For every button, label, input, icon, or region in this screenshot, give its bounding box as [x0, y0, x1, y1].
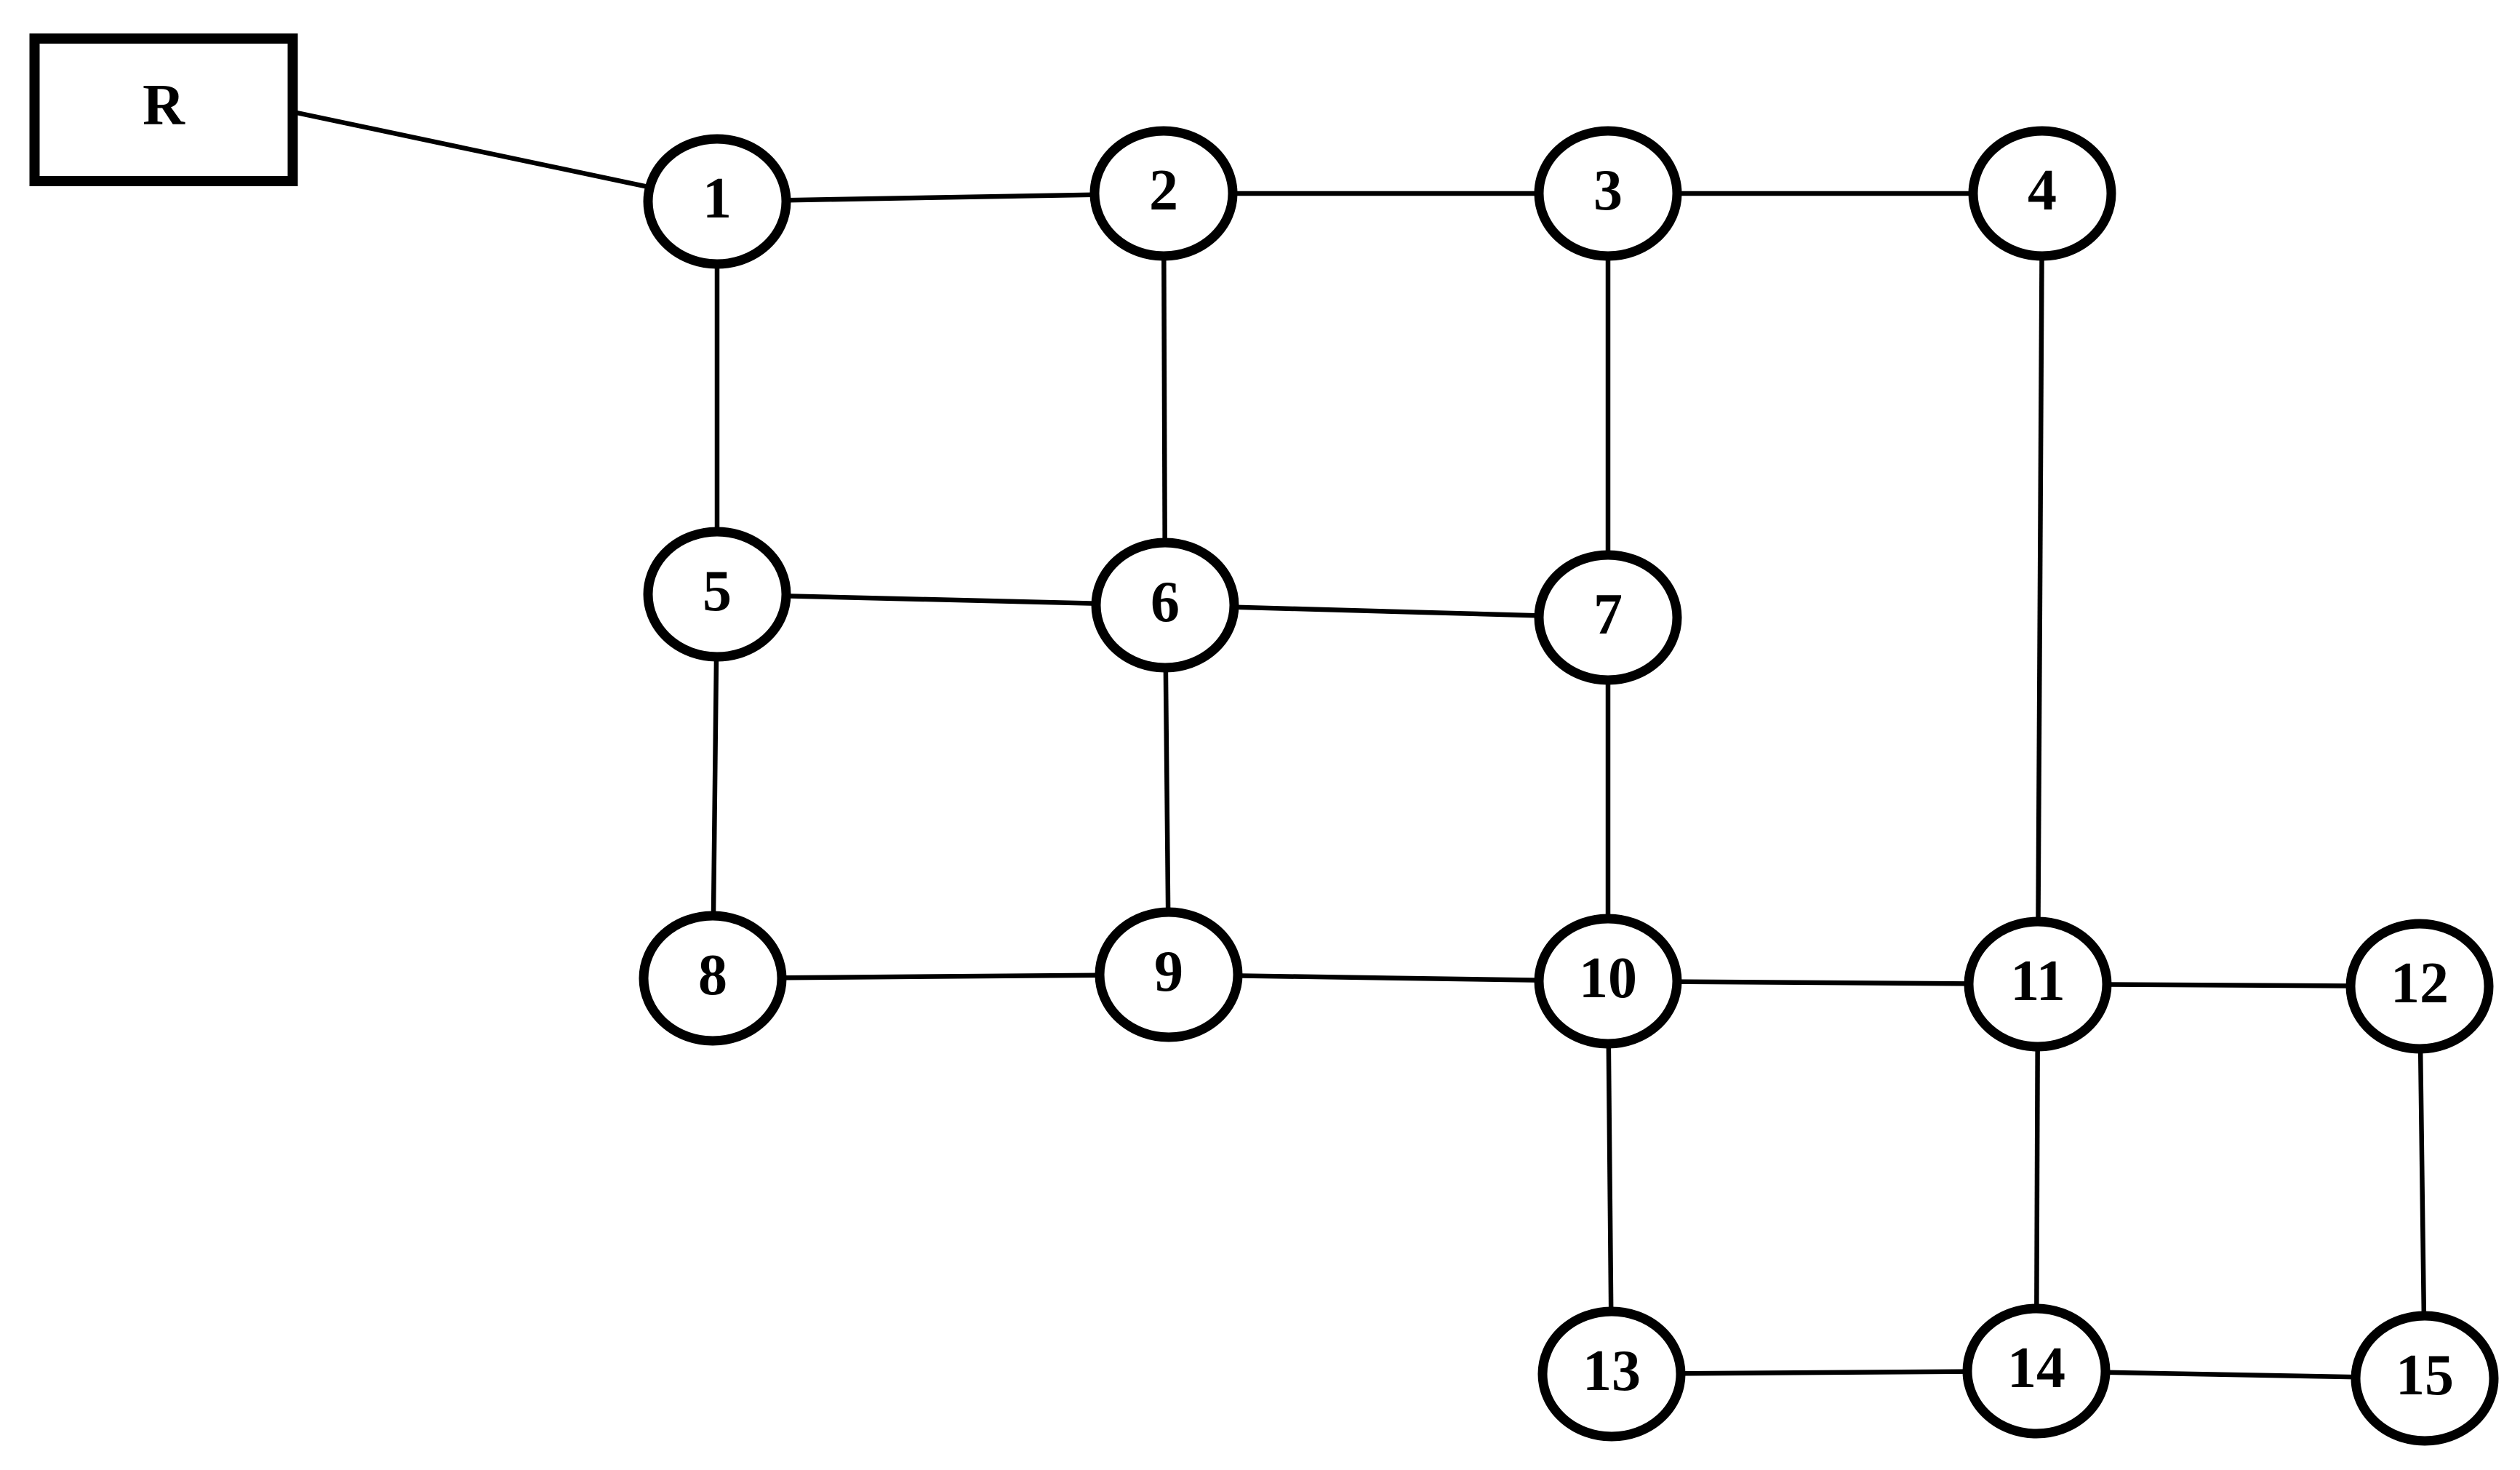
node-label: 3 [1593, 159, 1623, 223]
node-label: 1 [703, 167, 732, 231]
node-label: 12 [2391, 951, 2449, 1015]
node-label: 9 [1154, 940, 1183, 1004]
node-12: 12 [2345, 919, 2494, 1054]
node-11: 11 [1964, 916, 2112, 1052]
node-6: 6 [1091, 538, 1239, 673]
node-label: 5 [703, 559, 732, 623]
node-2: 2 [1089, 126, 1238, 261]
node-circle [1968, 126, 2116, 261]
node-circle [643, 527, 791, 662]
node-circle [2351, 1311, 2499, 1446]
node-label: 7 [1593, 583, 1623, 647]
node-circle [643, 134, 791, 269]
edge-6-7 [1164, 602, 1609, 620]
node-circle [1534, 550, 1682, 685]
node-7: 7 [1534, 550, 1682, 685]
root-label: R [143, 73, 185, 137]
edge-4-11 [2035, 193, 2045, 985]
node-circle [2345, 919, 2494, 1054]
node-13: 13 [1537, 1306, 1686, 1442]
node-9: 9 [1095, 907, 1243, 1042]
node-root: R [29, 33, 298, 186]
node-circle [1534, 126, 1682, 261]
node-label: 14 [2007, 1336, 2065, 1400]
node-circle [1089, 126, 1238, 261]
node-15: 15 [2351, 1311, 2499, 1446]
node-4: 4 [1968, 126, 2116, 261]
node-circle [1537, 1306, 1686, 1442]
edge-1-2 [716, 191, 1164, 204]
edge-8-9 [712, 972, 1169, 981]
node-10: 10 [1534, 914, 1682, 1049]
node-label: 2 [1149, 159, 1178, 223]
node-8: 8 [639, 911, 787, 1046]
node-circle [1095, 907, 1243, 1042]
root-box [29, 33, 298, 186]
node-circle [1964, 916, 2112, 1052]
edge-2-6 [1161, 193, 1168, 606]
node-1: 1 [643, 134, 791, 269]
node-circle [1091, 538, 1239, 673]
edge-5-6 [716, 591, 1166, 608]
node-3: 3 [1534, 126, 1682, 261]
node-label: 10 [1579, 946, 1637, 1010]
node-label: 4 [2028, 159, 2057, 223]
node-label: 11 [2010, 949, 2065, 1013]
node-label: 8 [698, 943, 727, 1007]
node-label: 13 [1583, 1339, 1641, 1403]
node-circle [639, 911, 787, 1046]
node-label: 15 [2396, 1343, 2454, 1407]
edges-layer [289, 108, 2428, 1381]
node-label: 6 [1151, 570, 1180, 634]
node-circle [1534, 914, 1682, 1049]
node-circle [1962, 1303, 2111, 1439]
node-14: 14 [1962, 1303, 2111, 1439]
node-5: 5 [643, 527, 791, 662]
